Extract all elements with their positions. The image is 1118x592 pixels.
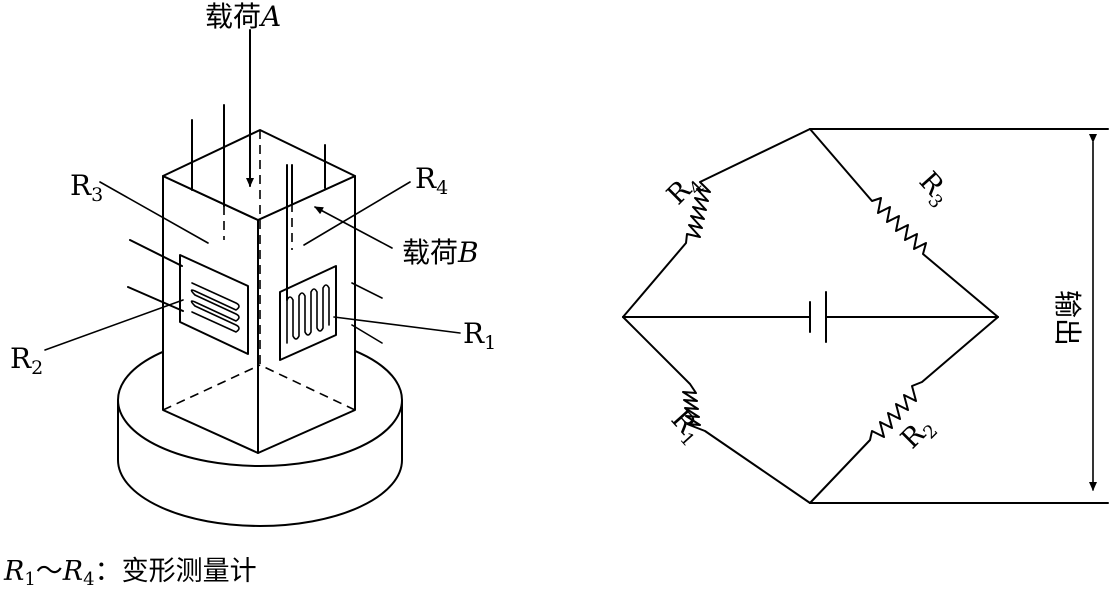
r4-label: R4 bbox=[415, 162, 448, 199]
r3-label: R3 bbox=[70, 169, 103, 206]
bridge-label-r1: R1 bbox=[662, 404, 709, 451]
bridge-arm-r1 bbox=[622, 316, 811, 504]
r2-label: R2 bbox=[10, 342, 43, 379]
bridge-label-r2: R2 bbox=[895, 411, 942, 458]
r1-leader bbox=[333, 316, 461, 334]
r3-leader bbox=[99, 181, 209, 244]
load-cell-figure: 载荷A 载荷B R3 R4 R1 R2 bbox=[10, 0, 496, 527]
load-a-label: 载荷A bbox=[205, 0, 281, 33]
r2-leader bbox=[44, 299, 184, 351]
load-lines bbox=[191, 104, 326, 250]
bridge-label-r3: R3 bbox=[910, 166, 957, 213]
r4-leader bbox=[303, 181, 411, 246]
bridge-label-r4: R4 bbox=[661, 167, 708, 214]
gauge-r1-on-column bbox=[279, 164, 383, 361]
bridge-arm-r4 bbox=[622, 128, 811, 318]
caption: R1～R4：变形测量计 bbox=[3, 556, 257, 588]
bridge-arm-r3 bbox=[809, 128, 999, 318]
load-b-arrow bbox=[314, 206, 393, 249]
gauge-r2-on-column bbox=[127, 239, 249, 355]
output-label: 输出 bbox=[1051, 290, 1084, 346]
wheatstone-bridge: R4 R3 R1 R2 输出 bbox=[622, 128, 1109, 504]
r1-label: R1 bbox=[463, 317, 496, 354]
bridge-arm-r2 bbox=[809, 316, 999, 504]
load-b-label: 载荷B bbox=[402, 236, 479, 269]
